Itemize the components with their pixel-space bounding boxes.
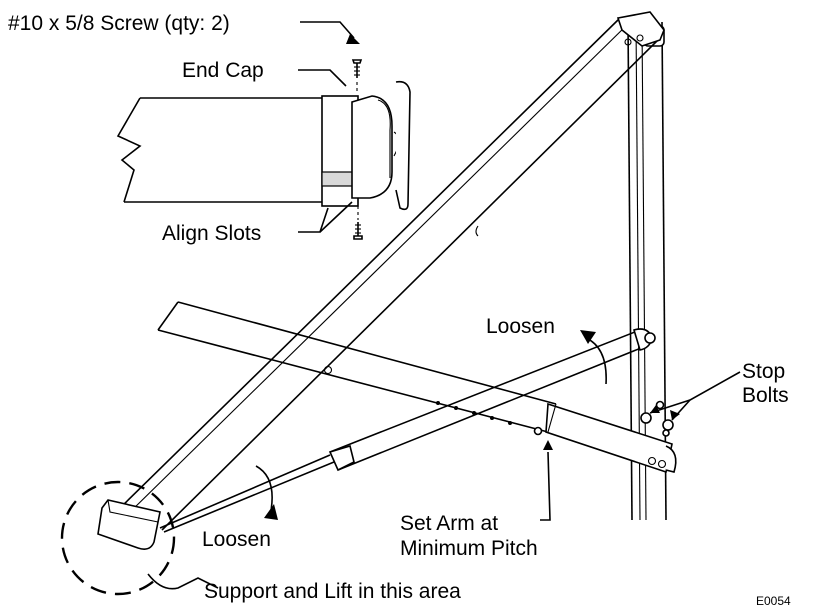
stop-label: Stop	[742, 360, 785, 383]
stop-bolt-lower	[662, 419, 674, 437]
support-lift-label: Support and Lift in this area	[204, 580, 461, 603]
screw-bottom-icon	[353, 200, 363, 240]
minimum-pitch-label: Minimum Pitch	[400, 537, 538, 560]
stop-bolt-upper	[640, 400, 665, 424]
main-arm	[157, 301, 677, 474]
end-cap-inset	[116, 59, 411, 240]
align-slots-label: Align Slots	[162, 222, 261, 245]
loosen-arrow-lower	[255, 465, 278, 520]
rafter-arm	[117, 11, 665, 531]
bolts-label: Bolts	[742, 384, 789, 407]
set-arm-label: Set Arm at	[400, 512, 498, 535]
loosen-lower-label: Loosen	[202, 528, 271, 551]
loosen-arrow-upper	[580, 330, 607, 385]
end-cap-label: End Cap	[182, 59, 264, 82]
screw-top-icon	[351, 59, 363, 94]
upper-strut	[159, 328, 656, 533]
figure-code: E0054	[756, 594, 791, 608]
loosen-upper-label: Loosen	[486, 315, 555, 338]
callout-leaders	[147, 21, 741, 590]
screw-label: #10 x 5/8 Screw (qty: 2)	[8, 12, 230, 35]
support-lift-area-circle	[60, 480, 176, 596]
arm-foot	[97, 499, 161, 550]
